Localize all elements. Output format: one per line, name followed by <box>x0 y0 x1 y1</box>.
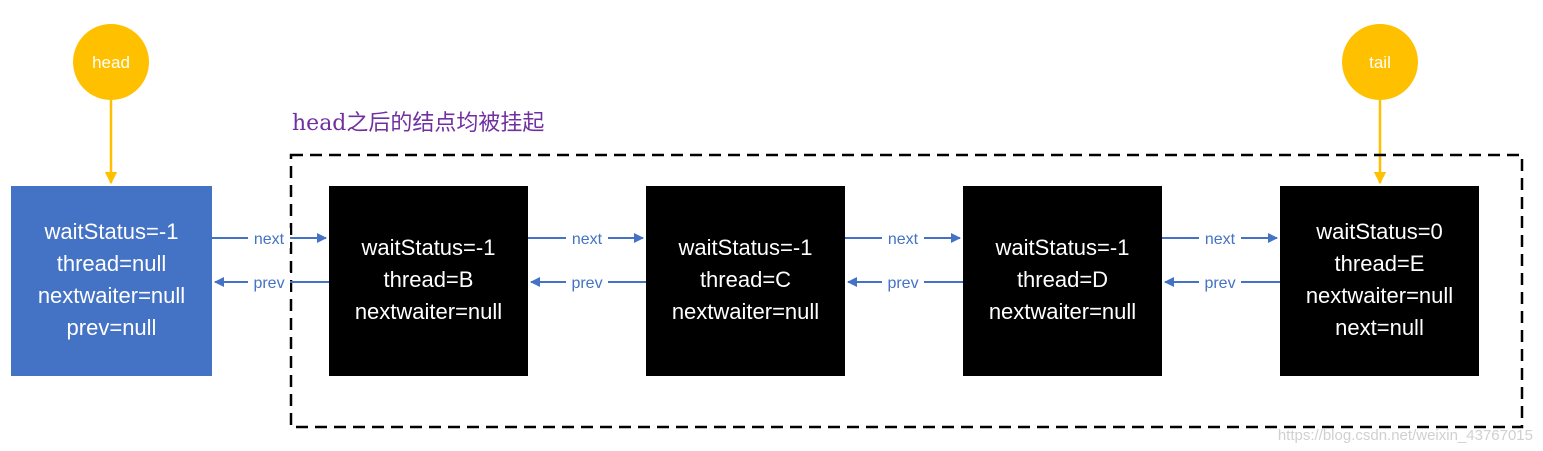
edge-a-b: next prev <box>212 228 329 292</box>
node-e-line-1: waitStatus=0 <box>1315 219 1443 244</box>
node-a-line-1: waitStatus=-1 <box>44 219 179 244</box>
prev-label-d-c: prev <box>887 275 918 292</box>
node-c-line-2: thread=C <box>700 267 791 292</box>
node-c-line-1: waitStatus=-1 <box>678 235 813 260</box>
node-a-line-2: thread=null <box>57 251 166 276</box>
prev-label-c-b: prev <box>571 275 602 292</box>
tail-circle <box>1342 24 1418 100</box>
next-label-bg <box>1199 228 1241 248</box>
node-d-line-2: thread=D <box>1017 267 1108 292</box>
node-c: waitStatus=-1 thread=C nextwaiter=null <box>646 186 845 376</box>
node-e-box <box>1280 186 1479 376</box>
node-e-line-3: nextwaiter=null <box>1306 283 1453 308</box>
edge-c-d: next prev <box>845 228 963 292</box>
prev-label-bg <box>882 272 924 292</box>
node-a-box <box>11 186 212 376</box>
node-c-line-3: nextwaiter=null <box>672 299 819 324</box>
head-circle <box>73 24 149 100</box>
edge-b-c: next prev <box>528 228 646 292</box>
node-a: waitStatus=-1 thread=null nextwaiter=nul… <box>11 186 212 376</box>
prev-label-bg <box>248 272 290 292</box>
watermark: https://blog.csdn.net/weixin_43767015 <box>1278 427 1533 444</box>
next-label-bg <box>882 228 924 248</box>
node-d-line-3: nextwaiter=null <box>989 299 1136 324</box>
edge-d-e: next prev <box>1162 228 1280 292</box>
node-c-box <box>646 186 845 376</box>
next-label-bg <box>566 228 608 248</box>
prev-label-bg <box>1199 272 1241 292</box>
node-a-line-3: nextwaiter=null <box>38 283 185 308</box>
node-d-line-1: waitStatus=-1 <box>995 235 1130 260</box>
node-b: waitStatus=-1 thread=B nextwaiter=null <box>329 186 528 376</box>
next-label-d-e: next <box>1205 231 1236 248</box>
head-pointer: head <box>73 24 149 185</box>
prev-label-bg <box>566 272 608 292</box>
node-a-line-4: prev=null <box>67 315 157 340</box>
next-label-b-c: next <box>572 231 603 248</box>
prev-label-e-d: prev <box>1204 275 1235 292</box>
tail-pointer: tail <box>1342 24 1418 185</box>
node-d-box <box>963 186 1162 376</box>
node-b-line-2: thread=B <box>384 267 474 292</box>
prev-label-b-a: prev <box>253 275 284 292</box>
tail-label: tail <box>1369 53 1391 72</box>
head-label: head <box>92 53 130 72</box>
next-label-bg <box>248 228 290 248</box>
next-label-c-d: next <box>888 231 919 248</box>
suspended-group-border <box>289 153 1524 429</box>
node-b-line-3: nextwaiter=null <box>355 299 502 324</box>
node-d: waitStatus=-1 thread=D nextwaiter=null <box>963 186 1162 376</box>
node-b-line-1: waitStatus=-1 <box>361 235 496 260</box>
node-e: waitStatus=0 thread=E nextwaiter=null ne… <box>1280 186 1479 376</box>
node-b-box <box>329 186 528 376</box>
node-e-line-2: thread=E <box>1335 251 1425 276</box>
suspended-note: head之后的结点均被挂起 <box>292 111 544 136</box>
next-label-a-b: next <box>254 231 285 248</box>
node-e-line-4: next=null <box>1335 315 1424 340</box>
